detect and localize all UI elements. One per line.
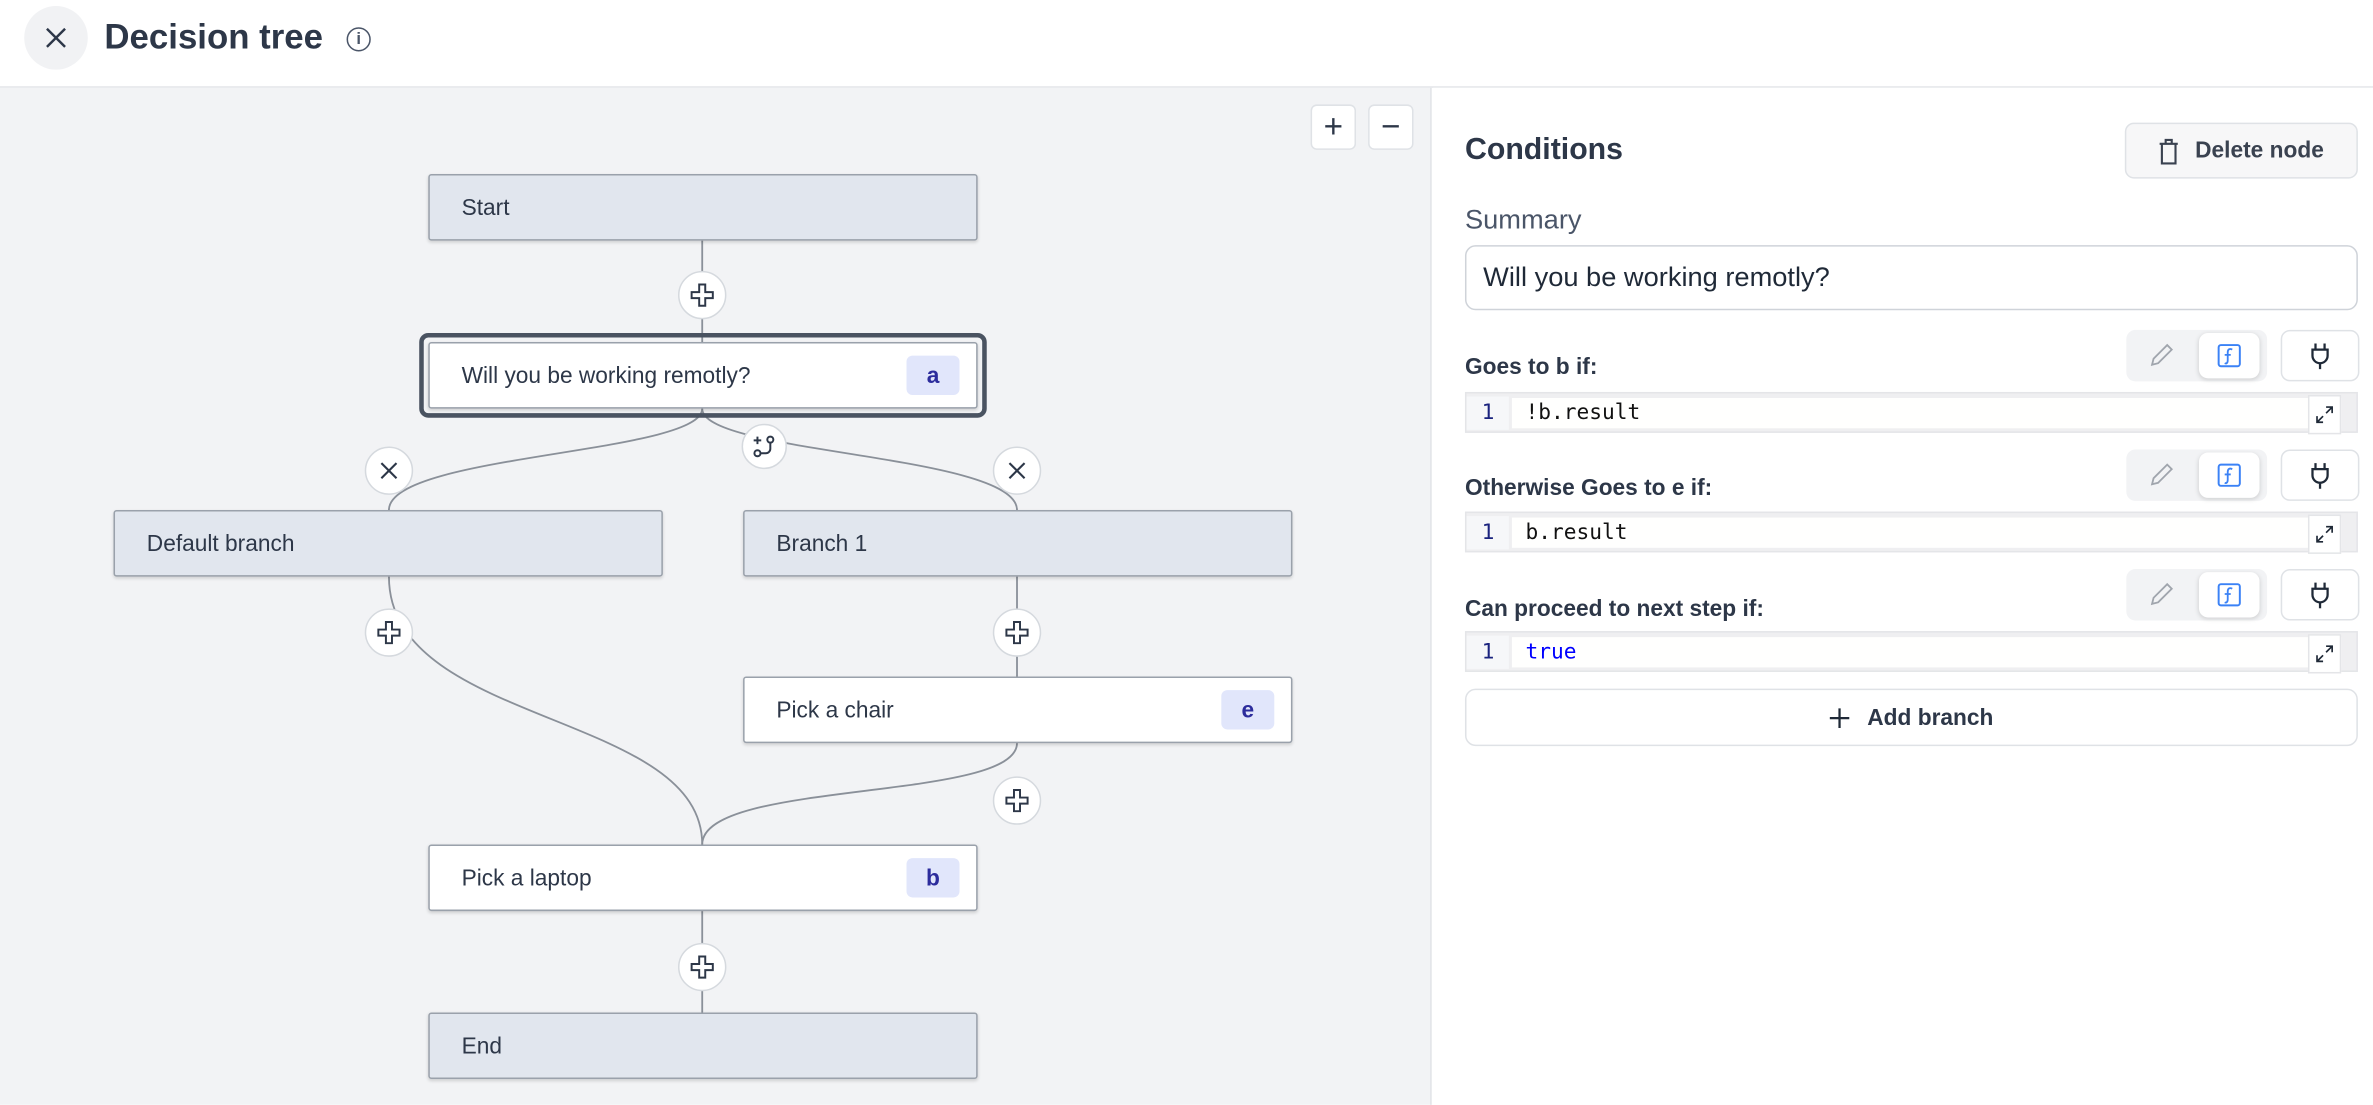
node-badge: b bbox=[906, 858, 960, 898]
condition-label: Goes to b if: bbox=[1464, 354, 1598, 380]
line-number: 1 bbox=[1466, 396, 1509, 430]
info-icon[interactable]: i bbox=[346, 27, 371, 52]
expand-button[interactable] bbox=[2307, 394, 2342, 435]
node-branch-1[interactable]: Branch 1 bbox=[743, 510, 1293, 577]
close-button[interactable] bbox=[24, 6, 88, 70]
text-mode-button[interactable] bbox=[2141, 575, 2180, 614]
mode-toggle bbox=[2126, 569, 2268, 621]
plug-icon bbox=[2311, 582, 2329, 609]
add-branch-label: Add branch bbox=[1867, 704, 1994, 731]
expand-icon bbox=[2316, 525, 2333, 543]
plus-icon bbox=[377, 621, 401, 645]
header: Decision tree i bbox=[0, 0, 2373, 88]
function-icon bbox=[2217, 583, 2241, 607]
remove-branch-button[interactable] bbox=[992, 446, 1042, 495]
pencil-icon bbox=[2150, 463, 2174, 486]
line-number: 1 bbox=[1466, 516, 1509, 550]
remove-branch-button[interactable] bbox=[364, 446, 414, 495]
edge-chair-laptop bbox=[701, 743, 1018, 845]
trash-icon bbox=[2160, 138, 2179, 164]
add-step-button[interactable] bbox=[992, 776, 1042, 825]
pencil-icon bbox=[2150, 582, 2174, 606]
node-pick-a-laptop[interactable]: Pick a laptop b bbox=[428, 844, 978, 912]
node-pick-a-chair[interactable]: Pick a chair e bbox=[743, 676, 1293, 744]
expand-icon bbox=[2316, 406, 2333, 424]
expand-icon bbox=[2316, 645, 2333, 663]
mode-toggle bbox=[2126, 329, 2268, 382]
formula-mode-button[interactable] bbox=[2198, 332, 2260, 379]
formula-mode-button[interactable] bbox=[2198, 572, 2260, 618]
zoom-out-button[interactable]: − bbox=[1368, 104, 1414, 150]
plus-icon bbox=[1005, 621, 1029, 645]
plus-icon bbox=[690, 955, 714, 979]
connect-button[interactable] bbox=[2280, 449, 2360, 501]
page-title: Decision tree bbox=[104, 16, 324, 56]
condition-label: Otherwise Goes to e if: bbox=[1464, 475, 1713, 501]
edge-a-branch1 bbox=[701, 408, 1018, 511]
close-icon bbox=[46, 27, 66, 48]
code-editor[interactable]: 1 !b.result bbox=[1464, 391, 2358, 435]
summary-label: Summary bbox=[1464, 204, 1582, 235]
edge-default-laptop bbox=[388, 576, 704, 845]
plus-icon bbox=[1005, 789, 1029, 813]
function-icon bbox=[2217, 344, 2241, 368]
code-text[interactable]: b.result bbox=[1511, 517, 2342, 548]
summary-input[interactable]: Will you be working remotly? bbox=[1464, 245, 2358, 311]
formula-mode-button[interactable] bbox=[2198, 452, 2260, 498]
add-branch-button[interactable]: Add branch bbox=[1464, 688, 2358, 747]
connect-button[interactable] bbox=[2280, 569, 2360, 621]
code-text[interactable]: !b.result bbox=[1511, 398, 2342, 429]
function-icon bbox=[2217, 463, 2241, 487]
add-branch-node-button[interactable] bbox=[741, 423, 787, 470]
condition-label: Can proceed to next step if: bbox=[1464, 596, 1764, 623]
node-label: End bbox=[461, 1032, 502, 1059]
code-editor[interactable]: 1 true bbox=[1464, 631, 2358, 674]
node-label: Pick a chair bbox=[776, 696, 894, 723]
text-mode-button[interactable] bbox=[2141, 456, 2180, 495]
node-label: Default branch bbox=[146, 530, 295, 557]
node-badge: a bbox=[906, 355, 960, 395]
add-step-button[interactable] bbox=[678, 942, 727, 992]
node-label: Start bbox=[461, 194, 510, 221]
add-step-button[interactable] bbox=[992, 608, 1042, 657]
delete-node-label: Delete node bbox=[2195, 137, 2324, 164]
text-mode-button[interactable] bbox=[2141, 336, 2180, 375]
pencil-icon bbox=[2150, 343, 2174, 366]
plug-icon bbox=[2311, 463, 2329, 489]
plug-icon bbox=[2311, 343, 2329, 370]
flow-canvas[interactable]: + − Start Will you be working remotly?a … bbox=[0, 87, 1432, 1105]
code-text[interactable]: true bbox=[1511, 637, 2342, 668]
node-label: Branch 1 bbox=[776, 530, 868, 557]
mode-toggle bbox=[2126, 449, 2268, 501]
edge-a-default bbox=[388, 408, 704, 511]
node-label: Will you be working remotly? bbox=[461, 362, 751, 389]
add-step-button[interactable] bbox=[364, 608, 414, 657]
node-a[interactable]: Will you be working remotly? a bbox=[428, 342, 978, 409]
node-start[interactable]: Start bbox=[428, 174, 978, 241]
plus-icon bbox=[1829, 707, 1850, 728]
add-step-button[interactable] bbox=[678, 270, 727, 320]
close-icon bbox=[1008, 462, 1026, 479]
node-label: Pick a laptop bbox=[461, 864, 592, 891]
conditions-panel: Conditions Delete node Summary Will you … bbox=[1433, 87, 2373, 1105]
panel-title: Conditions bbox=[1464, 133, 1624, 167]
git-branch-plus-icon bbox=[753, 435, 775, 458]
expand-button[interactable] bbox=[2307, 514, 2342, 554]
delete-node-button[interactable]: Delete node bbox=[2124, 122, 2358, 179]
node-end[interactable]: End bbox=[428, 1012, 978, 1080]
code-editor[interactable]: 1 b.result bbox=[1464, 511, 2358, 554]
selection-outline bbox=[419, 332, 987, 418]
line-number: 1 bbox=[1466, 635, 1509, 669]
expand-button[interactable] bbox=[2307, 634, 2342, 674]
close-icon bbox=[380, 462, 398, 479]
zoom-in-button[interactable]: + bbox=[1310, 104, 1357, 150]
node-default-branch[interactable]: Default branch bbox=[113, 510, 663, 577]
plus-icon bbox=[690, 283, 714, 307]
node-badge: e bbox=[1221, 690, 1275, 730]
connect-button[interactable] bbox=[2280, 329, 2360, 382]
